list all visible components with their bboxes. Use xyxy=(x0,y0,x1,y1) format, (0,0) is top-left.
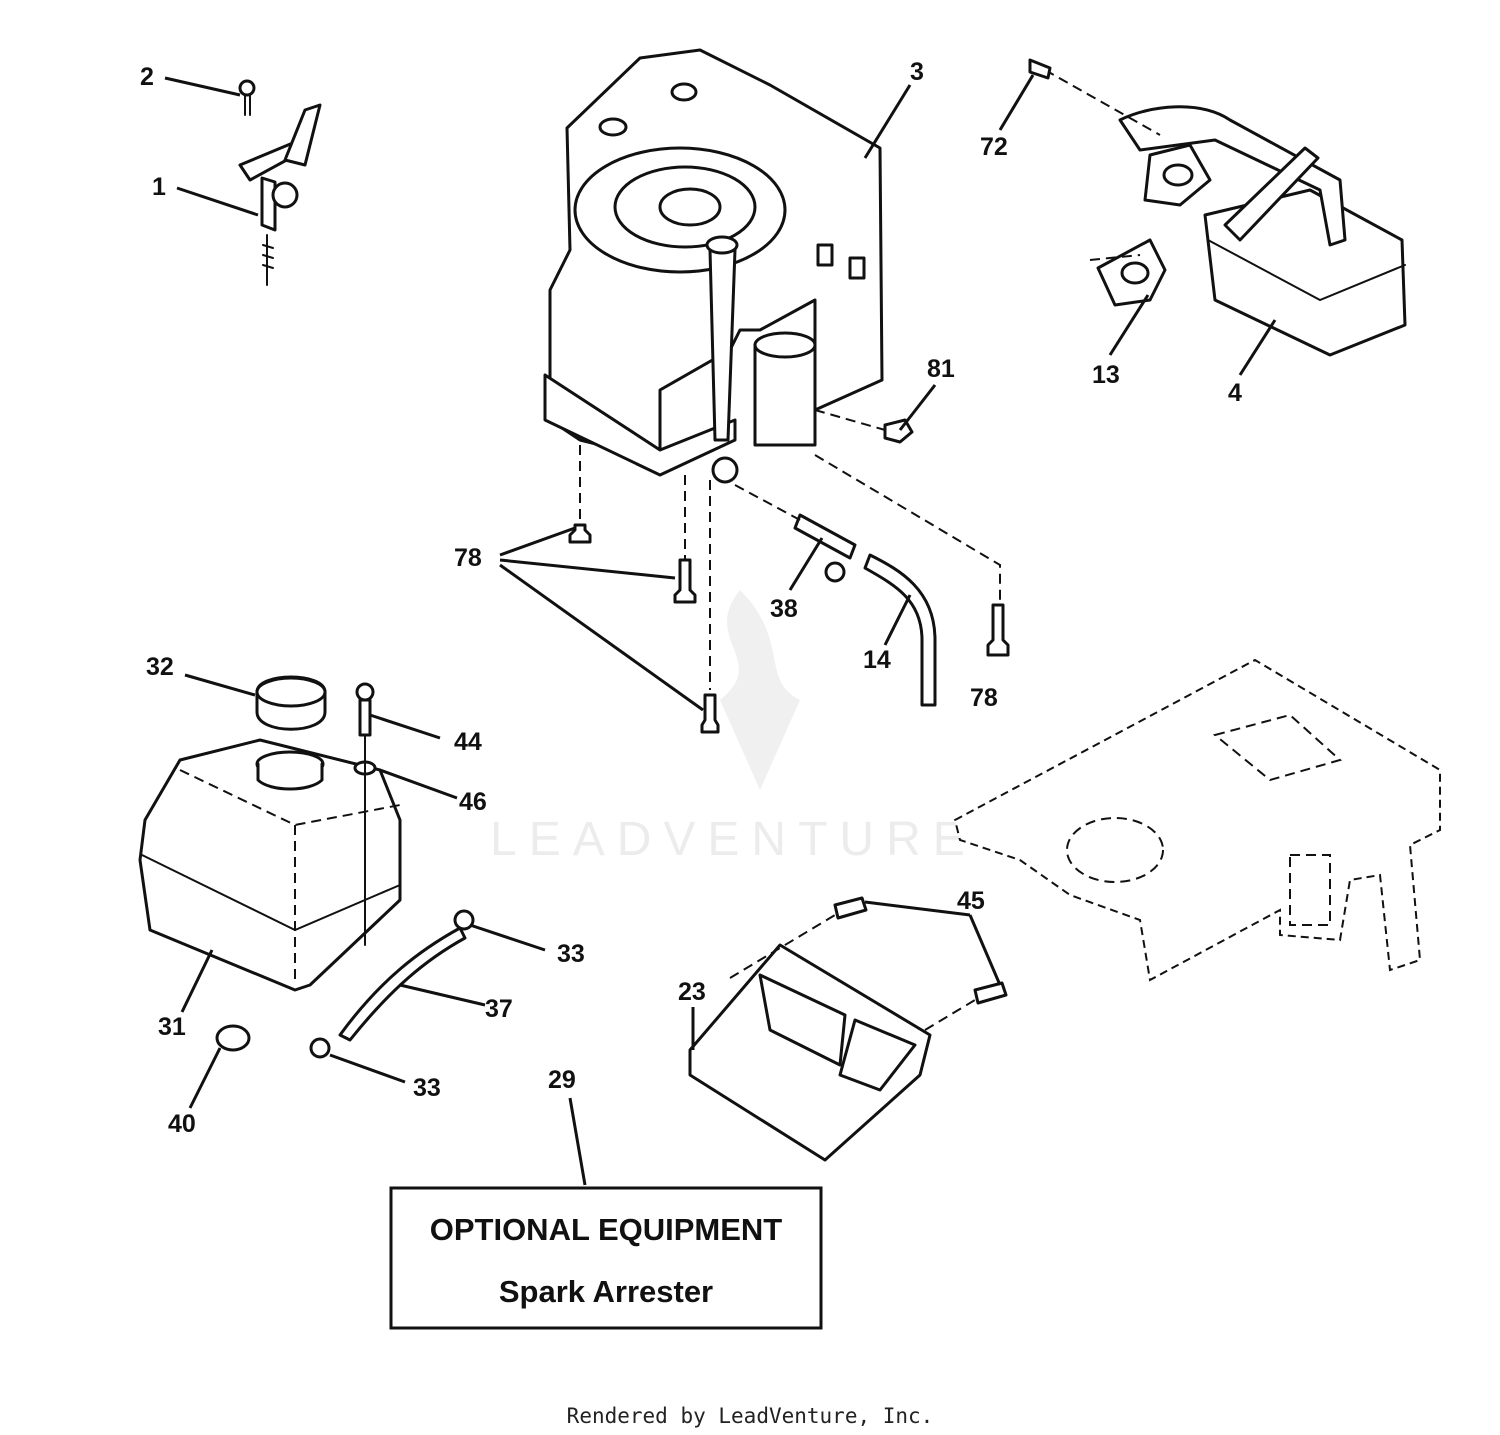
callout-33-top: 33 xyxy=(557,940,585,968)
optional-equipment-box: OPTIONAL EQUIPMENT Spark Arrester xyxy=(389,1186,823,1330)
callout-4: 4 xyxy=(1228,379,1242,407)
watermark: LEADVENTURE xyxy=(490,590,977,866)
callout-14: 14 xyxy=(863,646,891,674)
callout-44: 44 xyxy=(454,728,482,756)
callout-78-left: 78 xyxy=(454,544,482,572)
callout-38: 38 xyxy=(770,595,798,623)
optional-equipment-title: OPTIONAL EQUIPMENT xyxy=(430,1212,783,1247)
engine xyxy=(543,48,884,484)
watermark-flame-icon xyxy=(720,590,800,790)
callout-40: 40 xyxy=(168,1110,196,1138)
callout-45: 45 xyxy=(957,887,985,915)
throttle-control xyxy=(238,79,322,286)
callout-78-right: 78 xyxy=(970,684,998,712)
leader-lines xyxy=(164,74,1277,1186)
callout-labels: 1 2 3 72 13 4 81 78 38 14 78 32 44 46 33… xyxy=(140,58,1242,1138)
callout-33-bottom: 33 xyxy=(413,1074,441,1102)
callout-13: 13 xyxy=(1092,361,1120,389)
frame-reference xyxy=(953,658,1441,982)
fuel-line-parts xyxy=(568,409,1010,734)
callout-46: 46 xyxy=(459,788,487,816)
muffler-assembly xyxy=(1028,58,1407,357)
watermark-text: LEADVENTURE xyxy=(490,813,977,866)
callout-31: 31 xyxy=(158,1013,186,1041)
callout-3: 3 xyxy=(910,58,924,86)
callout-23: 23 xyxy=(678,978,706,1006)
callout-32: 32 xyxy=(146,653,174,681)
heat-shield xyxy=(688,896,1008,1162)
callout-29: 29 xyxy=(548,1066,576,1094)
callout-1: 1 xyxy=(152,173,166,201)
spark-arrester-label: Spark Arrester xyxy=(499,1274,713,1309)
callout-2: 2 xyxy=(140,63,154,91)
fuel-tank-assembly xyxy=(138,675,475,1059)
footer-credit: Rendered by LeadVenture, Inc. xyxy=(567,1404,934,1428)
callout-72: 72 xyxy=(980,133,1008,161)
callout-37: 37 xyxy=(485,995,513,1023)
callout-81: 81 xyxy=(927,355,955,383)
